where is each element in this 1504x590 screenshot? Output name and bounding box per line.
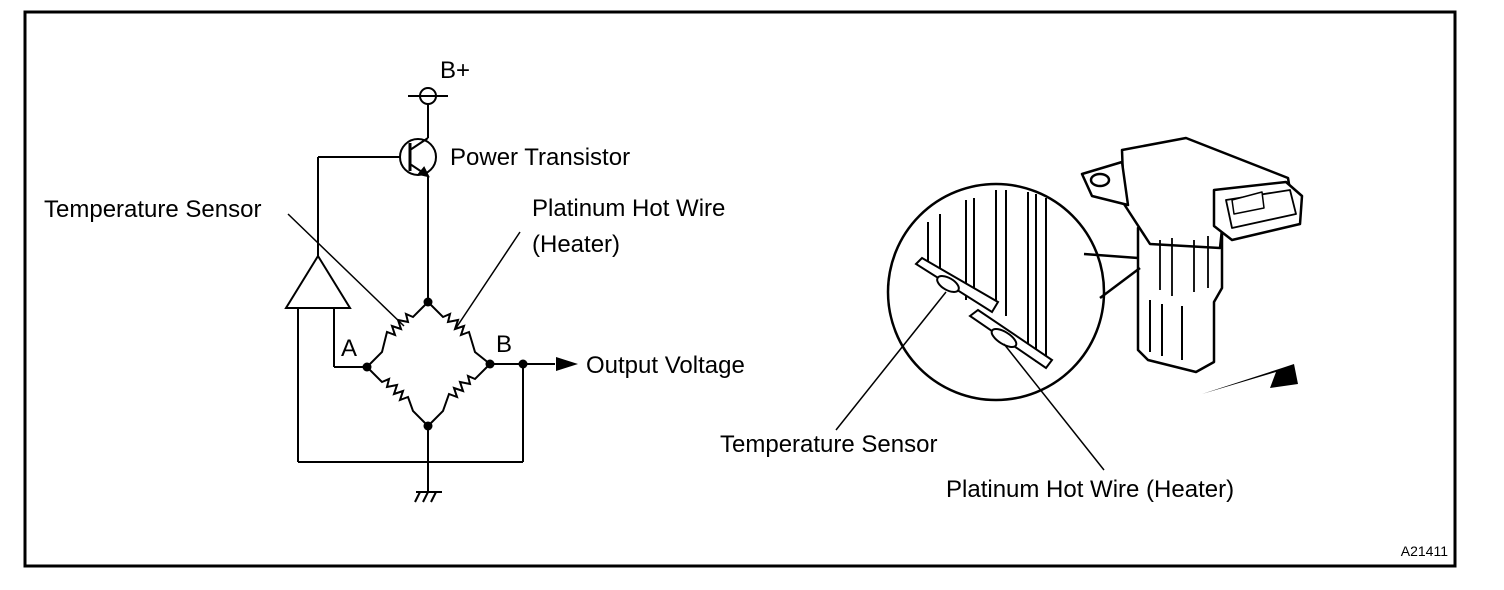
hot-wire-resistor bbox=[427, 301, 491, 365]
junction-dots bbox=[362, 297, 528, 431]
node-a-label: A bbox=[341, 335, 357, 362]
temperature-sensor-resistor bbox=[366, 301, 429, 368]
figure-frame bbox=[23, 10, 1457, 568]
temperature-sensor-label: Temperature Sensor bbox=[44, 196, 261, 223]
output-voltage-label: Output Voltage bbox=[586, 352, 745, 379]
illustration-temperature-sensor-label: Temperature Sensor bbox=[720, 431, 937, 458]
power-transistor-symbol bbox=[318, 137, 437, 178]
illustration-hot-wire-label: Platinum Hot Wire (Heater) bbox=[946, 476, 1234, 503]
airflow-meter-body bbox=[1080, 136, 1304, 374]
illustration-leader-lines bbox=[835, 291, 1105, 471]
node-b-label: B bbox=[496, 331, 512, 358]
magnified-detail bbox=[886, 182, 1141, 402]
amplifier-symbol bbox=[284, 254, 352, 309]
hot-wire-label: Platinum Hot Wire bbox=[532, 195, 725, 222]
circuit-leader-lines bbox=[287, 213, 521, 329]
wheatstone-bridge bbox=[366, 301, 491, 427]
output-arrow bbox=[556, 357, 578, 371]
airflow-arrow bbox=[1202, 364, 1298, 394]
bridge-resistor-lower-left bbox=[366, 366, 429, 427]
hot-wire-label-sub: (Heater) bbox=[532, 231, 620, 258]
bridge-circuit bbox=[284, 87, 555, 488]
bridge-resistor-lower-right bbox=[427, 363, 491, 427]
supply-label: B+ bbox=[440, 57, 470, 84]
figure-id: A21411 bbox=[1401, 543, 1448, 559]
ground-symbol bbox=[414, 488, 442, 503]
power-transistor-label: Power Transistor bbox=[450, 144, 630, 171]
